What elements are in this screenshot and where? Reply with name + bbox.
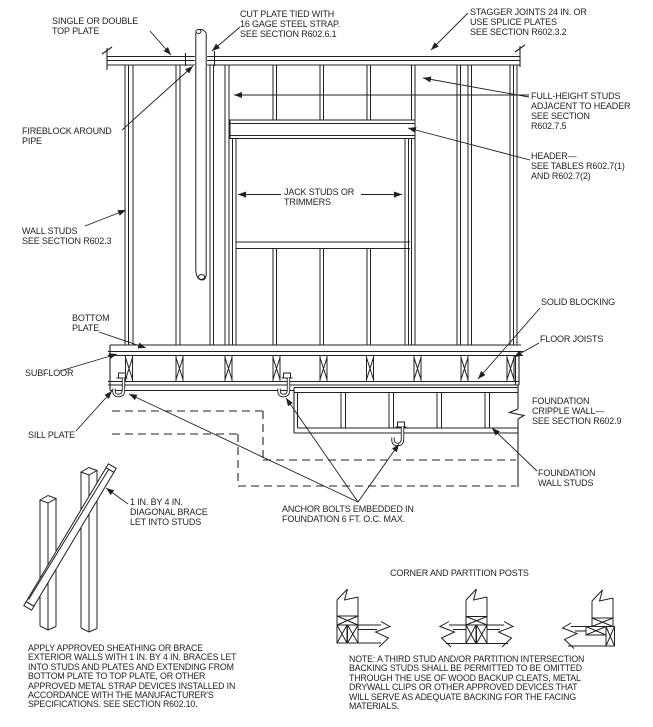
leader-anchor-bolt-2: [285, 397, 359, 503]
label-anchor-bolts: ANCHOR BOLTS EMBEDDED IN FOUNDATION 6 FT…: [282, 504, 414, 524]
label-fireblock: FIREBLOCK AROUND PIPE: [22, 126, 112, 146]
leader-anchor-bolt-1: [128, 393, 359, 503]
anchor-bolt-1: [112, 372, 128, 398]
cripple-wall: [293, 385, 526, 487]
label-foundation-cripple-wall: FOUNDATION CRIPPLE WALL— SEE SECTION R60…: [532, 396, 622, 426]
leader-subfloor: [59, 353, 118, 372]
wall-studs-lines: [124, 65, 518, 345]
label-cut-plate: CUT PLATE TIED WITH 16 GAGE STEEL STRAP.…: [240, 9, 341, 39]
leader-floor-joists: [513, 342, 540, 358]
label-floor-joists: FLOOR JOISTS: [540, 334, 604, 344]
label-solid-blocking: SOLID BLOCKING: [541, 297, 615, 307]
leader-sill-plate: [75, 390, 113, 432]
corner-post-detail-3: [561, 589, 615, 649]
header-and-sill: [229, 119, 416, 249]
leader-header: [407, 127, 531, 161]
label-top-plate: SINGLE OR DOUBLE TOP PLATE: [52, 16, 139, 36]
leader-top-plate: [149, 30, 172, 56]
backing-note: NOTE: A THIRD STUD AND/OR PARTITION INTE…: [349, 654, 585, 712]
label-sill-plate: SILL PLATE: [28, 430, 76, 440]
partition-post-detail-2: [438, 588, 515, 648]
leader-cut-plate: [211, 26, 241, 52]
diagonal-brace-detail: [23, 463, 117, 633]
label-bottom-plate: BOTTOM PLATE: [72, 313, 110, 333]
leader-fireblock: [121, 65, 194, 131]
leader-foundation-wall-studs: [491, 427, 538, 472]
label-header: HEADER— SEE TABLES R602.7(1) AND R602.7(…: [531, 151, 625, 181]
leader-full-height-diagonal: [422, 76, 530, 98]
subfloor-and-band: [108, 350, 523, 392]
top-plate-lines: [101, 44, 526, 70]
leader-anchor-bolt-3: [357, 443, 400, 503]
corner-post-detail-1: [336, 588, 392, 648]
bracing-note: APPLY APPROVED SHEATHING OR BRACE EXTERI…: [28, 643, 237, 710]
label-full-height-studs: FULL-HEIGHT STUDS ADJACENT TO HEADER SEE…: [531, 91, 631, 131]
pipe: [194, 29, 208, 281]
foundation-dashed-outline: [112, 410, 516, 487]
leader-stagger-joints: [430, 12, 469, 51]
leader-solid-blocking: [477, 307, 541, 380]
leader-bottom-plate: [98, 331, 147, 349]
floor-joist-blocking: [125, 355, 515, 382]
label-corner-posts-title: CORNER AND PARTITION POSTS: [390, 568, 529, 578]
bottom-plate-line: [109, 344, 521, 391]
label-wall-studs: WALL STUDS SEE SECTION R602.3: [22, 226, 112, 246]
label-diagonal-brace: 1 IN. BY 4 IN. DIAGONAL BRACE LET INTO S…: [130, 497, 208, 527]
leader-lines: [59, 12, 541, 505]
label-stagger-joints: STAGGER JOINTS 24 IN. OR USE SPLICE PLAT…: [470, 7, 587, 37]
label-subfloor: SUBFLOOR: [25, 368, 74, 378]
leader-wall-studs: [84, 209, 127, 227]
anchor-bolt-2: [277, 372, 293, 398]
label-foundation-wall-studs: FOUNDATION WALL STUDS: [538, 468, 596, 488]
leader-diagonal-brace: [105, 487, 129, 505]
label-jack-studs: JACK STUDS OR TRIMMERS: [284, 187, 355, 207]
